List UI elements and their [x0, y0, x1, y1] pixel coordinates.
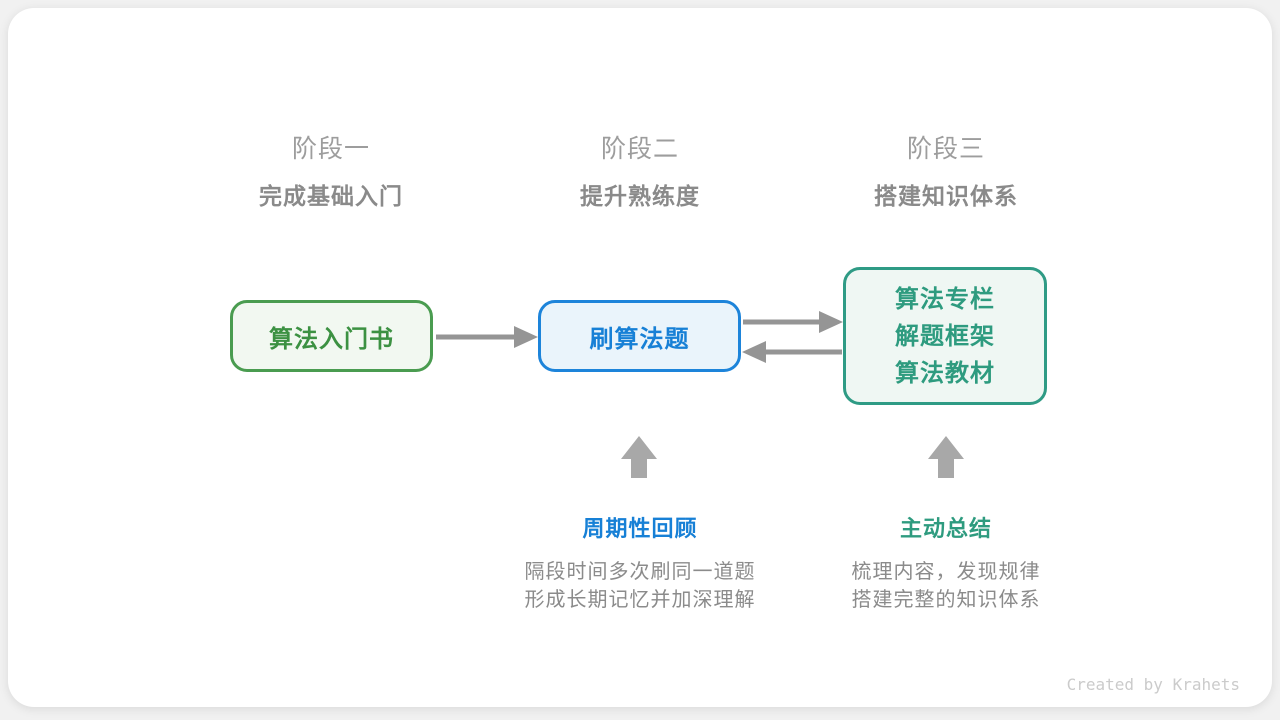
- node-practice-label: 刷算法题: [589, 325, 690, 353]
- node-resources-line-2: 解题框架: [895, 322, 995, 350]
- annotation-summary-desc-line-1: 梳理内容，发现规律: [851, 561, 1041, 583]
- node-intro-book-label: 算法入门书: [269, 325, 394, 353]
- stage-3-label: 阶段三: [906, 135, 986, 163]
- node-resources: 算法专栏 解题框架 算法教材: [843, 267, 1047, 405]
- annotation-review-desc-line-1: 隔段时间多次刷同一道题: [524, 561, 756, 583]
- annotation-summary-title: 主动总结: [899, 516, 993, 541]
- annotation-review-title: 周期性回顾: [582, 516, 698, 541]
- annotation-review-desc-line-2: 形成长期记忆并加深理解: [524, 589, 756, 611]
- stage-2-label: 阶段二: [600, 135, 680, 163]
- stage-1-label: 阶段一: [291, 135, 371, 163]
- node-resources-line-3: 算法教材: [895, 359, 995, 387]
- credit-text: Created by Krahets: [1066, 675, 1240, 694]
- stage-3-subtitle: 搭建知识体系: [874, 183, 1018, 209]
- stage-2-subtitle: 提升熟练度: [580, 183, 700, 209]
- annotation-summary-desc-line-2: 搭建完整的知识体系: [851, 589, 1041, 611]
- annotation-review-desc: 隔段时间多次刷同一道题 形成长期记忆并加深理解: [525, 558, 756, 614]
- node-intro-book: 算法入门书: [230, 300, 433, 372]
- annotation-summary-desc: 梳理内容，发现规律 搭建完整的知识体系: [852, 558, 1041, 614]
- stage-1-subtitle: 完成基础入门: [259, 183, 403, 209]
- node-resources-line-1: 算法专栏: [895, 285, 995, 313]
- node-practice: 刷算法题: [538, 300, 741, 372]
